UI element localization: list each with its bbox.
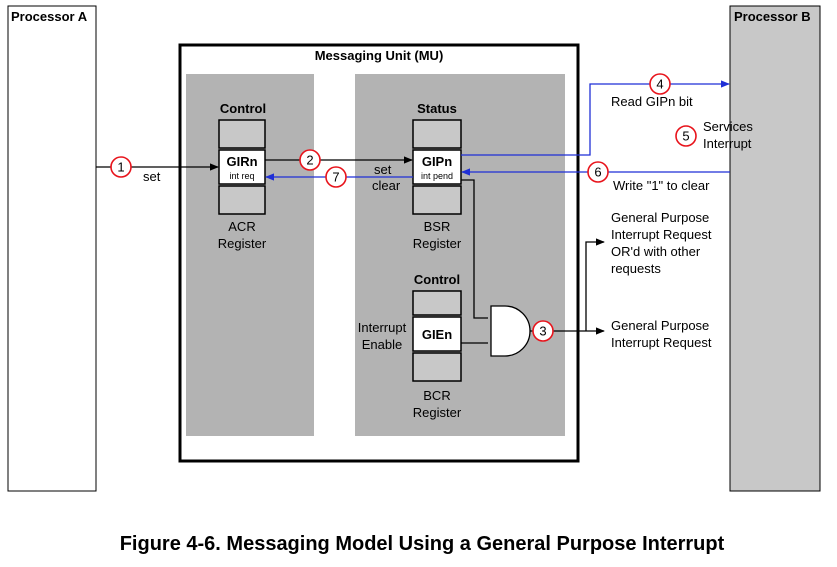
bsr-heading: Status <box>417 101 457 116</box>
acr-cell-top <box>218 119 266 149</box>
step-5-number: 5 <box>682 129 689 144</box>
bcr-register-label-2: Register <box>413 405 462 420</box>
acr-register-label-1: ACR <box>228 219 255 234</box>
read-gipn-label: Read GIPn bit <box>611 94 693 109</box>
gp-request-line-2: Interrupt Request <box>611 335 712 350</box>
step-3-marker: 3 <box>532 320 554 342</box>
and-gate-icon <box>490 305 531 357</box>
step-7-marker: 7 <box>325 166 347 188</box>
acr-cell-bottom <box>218 185 266 215</box>
bsr-register-label-2: Register <box>413 236 462 251</box>
gp-request-or-arrow <box>585 238 605 331</box>
step-4-number: 4 <box>656 77 663 92</box>
bsr-cell-top <box>412 119 462 149</box>
messaging-unit-title: Messaging Unit (MU) <box>315 48 444 63</box>
acr-heading: Control <box>220 101 266 116</box>
services-label-1: Services <box>703 119 753 134</box>
processor-a-title: Processor A <box>11 9 88 24</box>
bcr-heading: Control <box>414 272 460 287</box>
acr-girn-cell <box>218 149 266 185</box>
figure-caption: Figure 4-6. Messaging Model Using a Gene… <box>120 533 725 555</box>
gp-request-or-line-3: OR'd with other <box>611 244 701 259</box>
gp-request-or-line-1: General Purpose <box>611 210 709 225</box>
bcr-cell-top <box>412 290 462 316</box>
step-6-marker: 6 <box>587 161 609 183</box>
acr-girn-sub: int req <box>229 171 254 181</box>
step-2-marker: 2 <box>299 149 321 171</box>
step-5-marker: 5 <box>675 125 697 147</box>
bsr-register-label-1: BSR <box>424 219 451 234</box>
gipn-to-and-wire <box>461 179 488 319</box>
services-label-2: Interrupt <box>703 136 752 151</box>
step-1-number: 1 <box>117 160 124 175</box>
step-2-number: 2 <box>306 153 313 168</box>
step-1-marker: 1 <box>110 156 132 178</box>
clear-label-mu: clear <box>372 178 401 193</box>
step-6-number: 6 <box>594 165 601 180</box>
processor-b-title: Processor B <box>734 9 811 24</box>
bsr-cell-bottom <box>412 185 462 215</box>
gp-request-or-line-2: Interrupt Request <box>611 227 712 242</box>
bcr-gien-cell <box>412 316 462 352</box>
acr-register-label-2: Register <box>218 236 267 251</box>
step-3-number: 3 <box>539 324 546 339</box>
set-label-a: set <box>143 169 161 184</box>
write-clear-label: Write "1" to clear <box>613 178 710 193</box>
processor-b-box <box>729 5 821 492</box>
gp-request-line-1: General Purpose <box>611 318 709 333</box>
step-4-marker: 4 <box>649 73 671 95</box>
step-7-number: 7 <box>332 170 339 185</box>
bcr-side-label-1: Interrupt <box>358 320 407 335</box>
bcr-cell-bottom <box>412 352 462 382</box>
acr-girn-label: GIRn <box>226 154 257 169</box>
bsr-gipn-sub: int pend <box>421 171 453 181</box>
bsr-gipn-cell <box>412 149 462 185</box>
bcr-gien-label: GIEn <box>422 327 452 342</box>
bcr-register-label-1: BCR <box>423 388 450 403</box>
gp-request-or-line-4: requests <box>611 261 661 276</box>
set-label-mu: set <box>374 162 392 177</box>
bsr-gipn-label: GIPn <box>422 154 452 169</box>
processor-a-box <box>7 5 97 492</box>
bcr-side-label-2: Enable <box>362 337 402 352</box>
